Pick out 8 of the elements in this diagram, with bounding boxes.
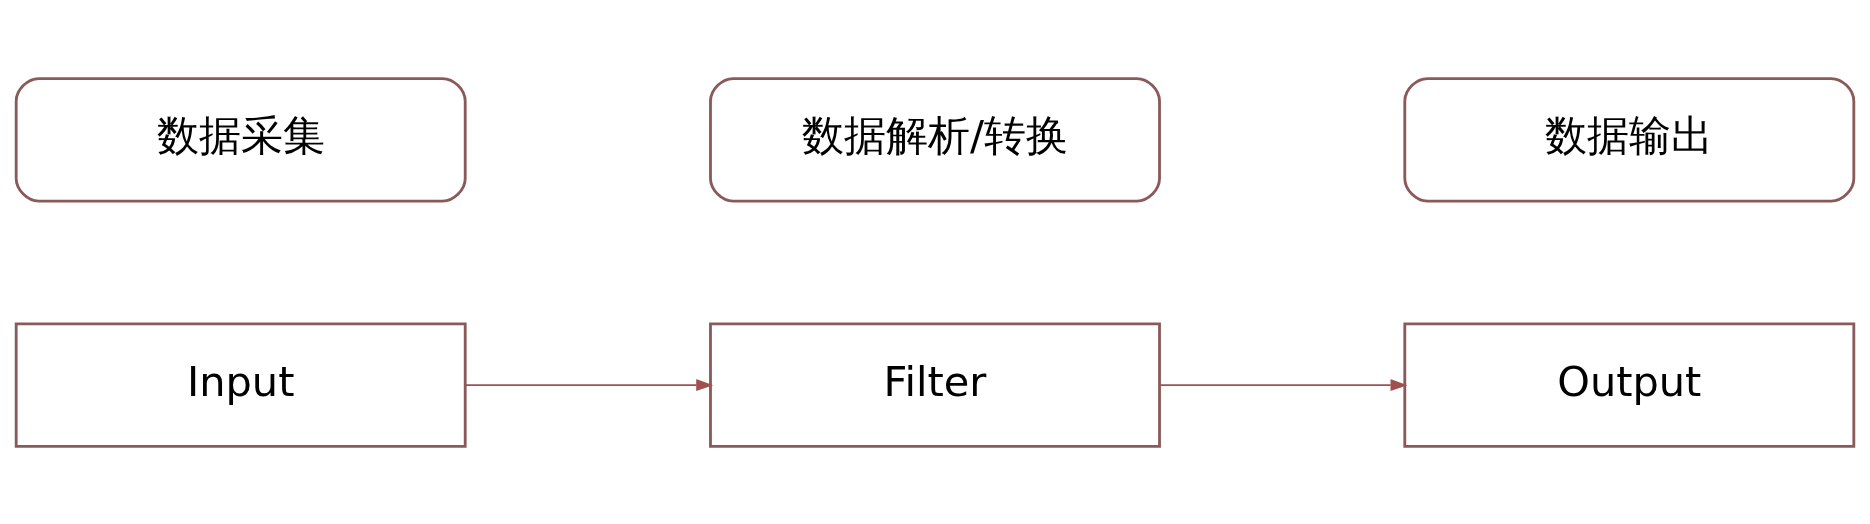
node-box: Input — [14, 321, 467, 448]
node-box: 数据采集 — [14, 76, 467, 203]
node-box: Output — [1403, 321, 1856, 448]
node-box: Filter — [709, 321, 1161, 448]
node-box: 数据解析/转换 — [709, 76, 1161, 203]
arrow — [464, 378, 714, 391]
arrow — [1158, 378, 1408, 391]
node-box: 数据输出 — [1403, 76, 1856, 203]
